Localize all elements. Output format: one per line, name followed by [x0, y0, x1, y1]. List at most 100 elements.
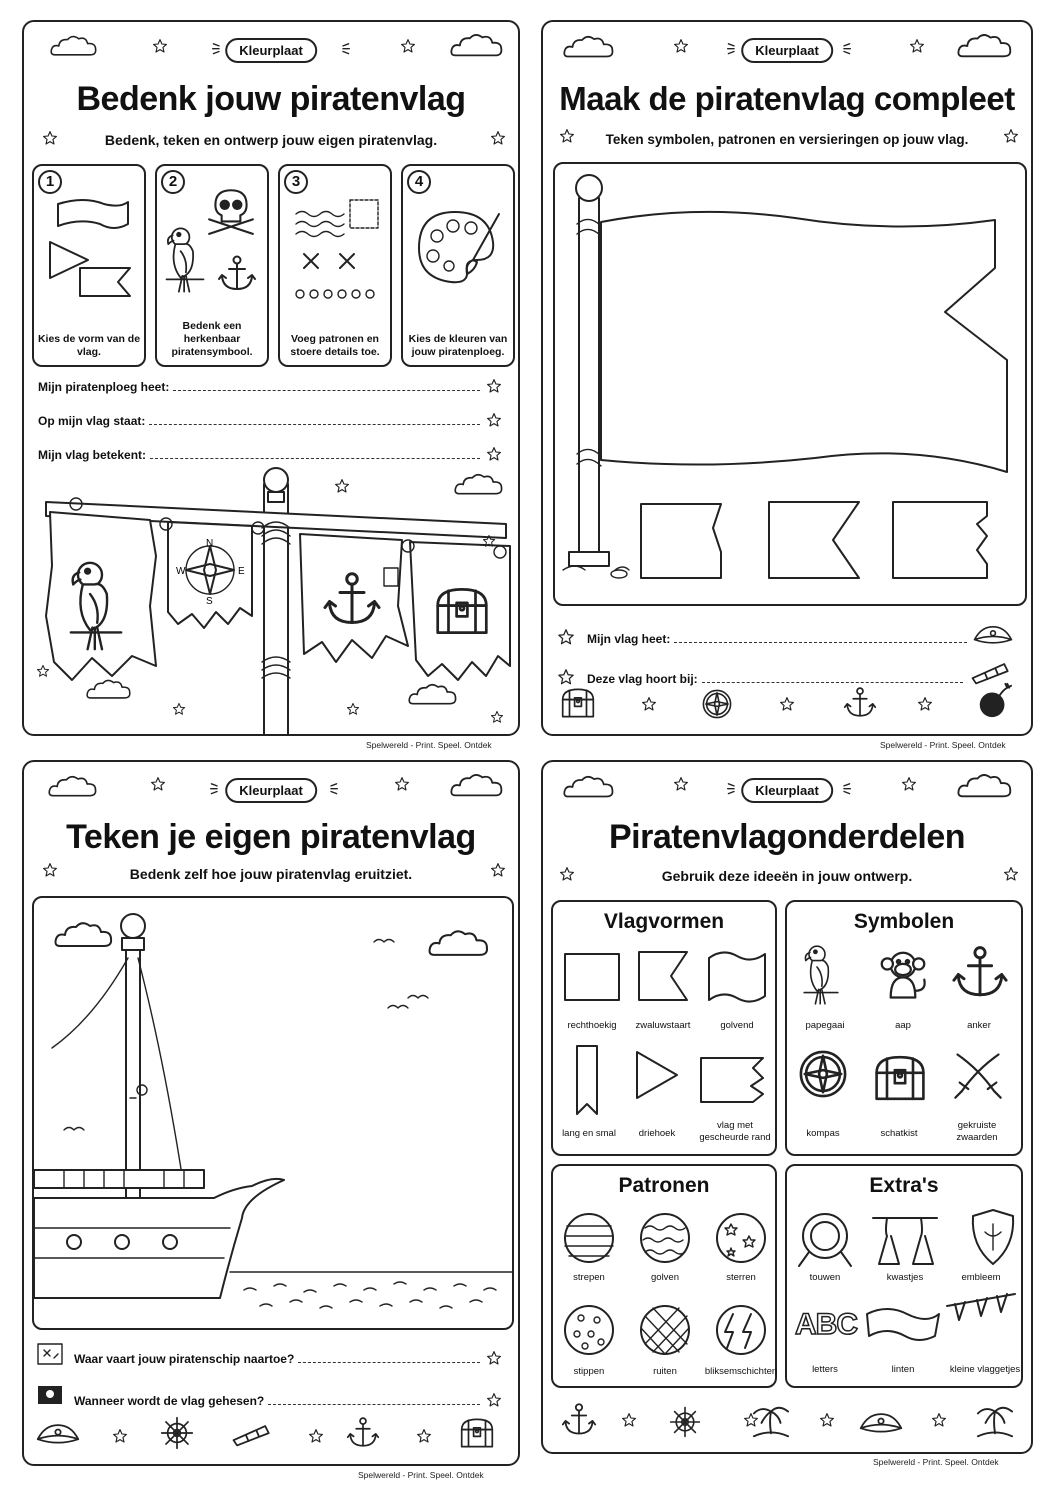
pirate-hat-icon [36, 1424, 80, 1444]
item-label: driehoek [638, 1128, 676, 1139]
step-caption: Kies de vorm van de vlag. [37, 332, 141, 358]
step-number: 2 [161, 170, 185, 194]
cloud-icon [450, 774, 503, 797]
footer-credit: Spelwereld - Print. Speel. Ontdek [880, 740, 1006, 750]
worksheet-flag-parts: Kleurplaat Piratenvlagonderdelen Gebruik… [541, 760, 1033, 1454]
item-label: kwastjes [886, 1272, 924, 1283]
star-icon [490, 710, 504, 723]
sunburst-left-icon [210, 782, 218, 795]
symbols-panel: Symbolen papegaai aap anker kompas schat… [785, 900, 1023, 1156]
star-icon [113, 1429, 127, 1443]
treasure-chest-icon [875, 1055, 925, 1101]
parrot-icon [803, 945, 839, 1005]
item-label: schatkist [880, 1128, 918, 1139]
skull-crossbones-icon [208, 189, 254, 235]
ship-drawing-area[interactable] [32, 896, 514, 1330]
step-caption: Bedenk een herkenbaar piratensymbool. [171, 319, 253, 358]
flag-belongs-line[interactable]: Deze vlag hoort bij: [557, 658, 1013, 686]
page-subtitle: Bedenk zelf hoe jouw piratenvlag eruitzi… [129, 866, 413, 882]
crew-name-line[interactable]: Mijn piratenploeg heet: [38, 378, 502, 394]
step-number: 1 [38, 170, 62, 194]
cloud-icon [408, 683, 457, 705]
page-title: Bedenk jouw piratenvlag [76, 80, 466, 118]
hoist-time-line[interactable]: Wanneer wordt de vlag gehesen? [36, 1384, 502, 1408]
cloud-icon [86, 679, 131, 699]
mast-with-flags-illustration: N E S W [45, 467, 511, 734]
cloud-icon [563, 35, 614, 58]
star-icon [482, 534, 496, 547]
item-label: bliksemschichten [704, 1366, 778, 1377]
anchor-icon [843, 687, 877, 717]
item-label: kleine vlaggetjes [949, 1364, 1021, 1375]
star-icon [558, 669, 574, 685]
jolly-roger-flag-icon [38, 1386, 62, 1404]
step-number: 3 [284, 170, 308, 194]
flagpole-illustration [562, 174, 1008, 579]
star-icon [153, 39, 167, 53]
star-icon [417, 1429, 431, 1443]
star-icon [487, 447, 501, 461]
anchor-icon [561, 1403, 597, 1435]
compass-icon [799, 1050, 847, 1098]
worksheet-draw-own-flag: Kleurplaat Teken je eigen piratenvlag Be… [22, 760, 520, 1466]
svg-text:W: W [176, 566, 186, 577]
coloring-page-badge: Kleurplaat [741, 38, 833, 63]
item-label: zwaluwstaart [635, 1020, 691, 1031]
flag-shape-drawings [564, 951, 766, 1115]
step-card-3: 3 Voeg patronen en stoere details toe. [278, 164, 392, 367]
star-icon [780, 697, 794, 711]
cloud-icon [957, 34, 1012, 58]
footer-credit: Spelwereld - Print. Speel. Ontdek [873, 1457, 999, 1467]
extras-drawings [798, 1209, 1016, 1341]
panel-title: Extra's [869, 1174, 939, 1197]
item-label: gekruiste zwaarden [956, 1120, 998, 1144]
patterns-icon [295, 199, 379, 299]
coloring-page-badge: Kleurplaat [225, 778, 317, 803]
patterns-panel: Patronen strepen golven sterren stippen … [551, 1164, 777, 1388]
star-icon [487, 413, 501, 427]
cloud-icon [450, 34, 503, 57]
star-icon [558, 629, 574, 645]
flag-content-line[interactable]: Op mijn vlag staat: [38, 412, 502, 428]
svg-text:E: E [238, 566, 245, 577]
crossed-swords-icon [954, 1053, 1002, 1099]
anchor-icon [952, 946, 1008, 997]
flag-shapes-panel: Vlagvormen rechthoekig zwaluwstaart golv… [551, 900, 777, 1156]
sunburst-left-icon [727, 782, 735, 795]
star-icon [36, 664, 50, 677]
item-label: linten [891, 1364, 915, 1375]
star-icon [910, 39, 924, 53]
star-icon [674, 777, 688, 791]
footer-credit: Spelwereld - Print. Speel. Ontdek [366, 740, 492, 750]
item-label: aap [895, 1020, 911, 1031]
item-label: kompas [806, 1128, 840, 1139]
coloring-page-badge: Kleurplaat [741, 778, 833, 803]
star-icon [151, 777, 165, 791]
paint-palette-icon [418, 211, 500, 284]
flag-meaning-line[interactable]: Mijn vlag betekent: [38, 446, 502, 462]
star-icon [622, 1413, 636, 1427]
pattern-drawings [564, 1213, 766, 1355]
svg-text:S: S [206, 596, 213, 607]
flag-drawing-area[interactable] [553, 162, 1027, 606]
item-label: touwen [809, 1272, 841, 1283]
item-label: golvend [720, 1020, 754, 1031]
destination-line[interactable]: Waar vaart jouw piratenschip naartoe? [36, 1342, 502, 1366]
page-subtitle: Teken symbolen, patronen en versieringen… [605, 132, 969, 147]
star-icon [487, 379, 501, 393]
step-number: 4 [407, 170, 431, 194]
star-icon [820, 1413, 834, 1427]
page-title: Piratenvlagonderdelen [608, 818, 966, 856]
star-icon [401, 39, 415, 53]
sunburst-right-icon [330, 782, 338, 795]
step-card-2: 2 Bedenk een herkenbaar piratensymbool. [155, 164, 269, 367]
palm-island-icon [976, 1406, 1014, 1438]
ship-wheel-icon [669, 1406, 701, 1438]
flag-name-line[interactable]: Mijn vlag heet: [557, 622, 1013, 646]
spyglass-icon [232, 1425, 270, 1447]
sunburst-left-icon [212, 42, 220, 55]
star-icon [674, 39, 688, 53]
page-subtitle: Gebruik deze ideeën in jouw ontwerp. [661, 868, 913, 884]
treasure-chest-icon [561, 688, 595, 718]
step-card-1: 1 Kies de vorm van de vlag. [32, 164, 146, 367]
